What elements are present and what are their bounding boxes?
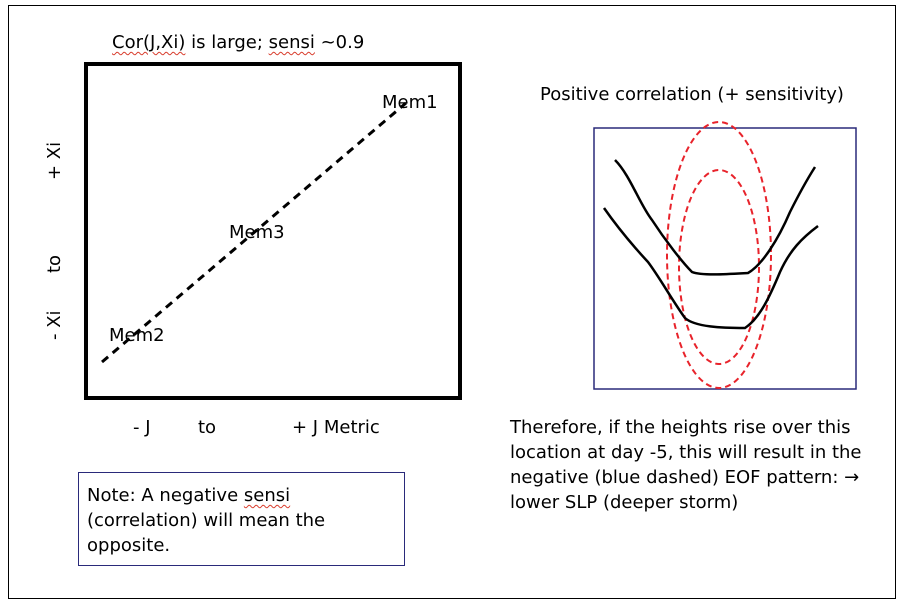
scatter-plot-frame xyxy=(84,62,462,400)
upper-height-contour xyxy=(614,159,817,276)
x-axis-pos: + J Metric xyxy=(292,417,380,438)
title-cor-term: Cor(J,Xi) xyxy=(112,32,186,53)
x-axis-neg: - J xyxy=(133,417,151,438)
note-box: Note: A negative sensi (correlation) wil… xyxy=(78,472,405,566)
correlation-line xyxy=(101,101,407,364)
member-3-label: Mem3 xyxy=(229,222,285,243)
slide-frame xyxy=(8,5,896,599)
scatter-title: Cor(J,Xi) is large; sensi ~0.9 xyxy=(112,32,364,54)
pattern-diagram-frame xyxy=(593,127,857,390)
explanation-text: Therefore, if the heights rise over this… xyxy=(510,417,862,513)
title-mid-text: is large; xyxy=(185,32,269,53)
title-suffix-text: ~0.9 xyxy=(314,32,365,53)
inner-dashed-ellipse xyxy=(678,169,760,365)
correlation-title: Positive correlation (+ sensitivity) xyxy=(540,84,844,105)
outer-dashed-ellipse xyxy=(666,121,772,389)
x-axis-to: to xyxy=(198,417,217,438)
note-text-1: Note: A negative xyxy=(87,485,244,506)
note-sensi-term: sensi xyxy=(243,485,291,506)
member-2-label: Mem2 xyxy=(109,325,165,346)
lower-height-contour xyxy=(602,207,819,330)
title-sensi-term: sensi xyxy=(268,32,315,53)
note-text-2: (correlation) will mean the opposite. xyxy=(87,510,326,556)
member-1-label: Mem1 xyxy=(382,92,438,113)
